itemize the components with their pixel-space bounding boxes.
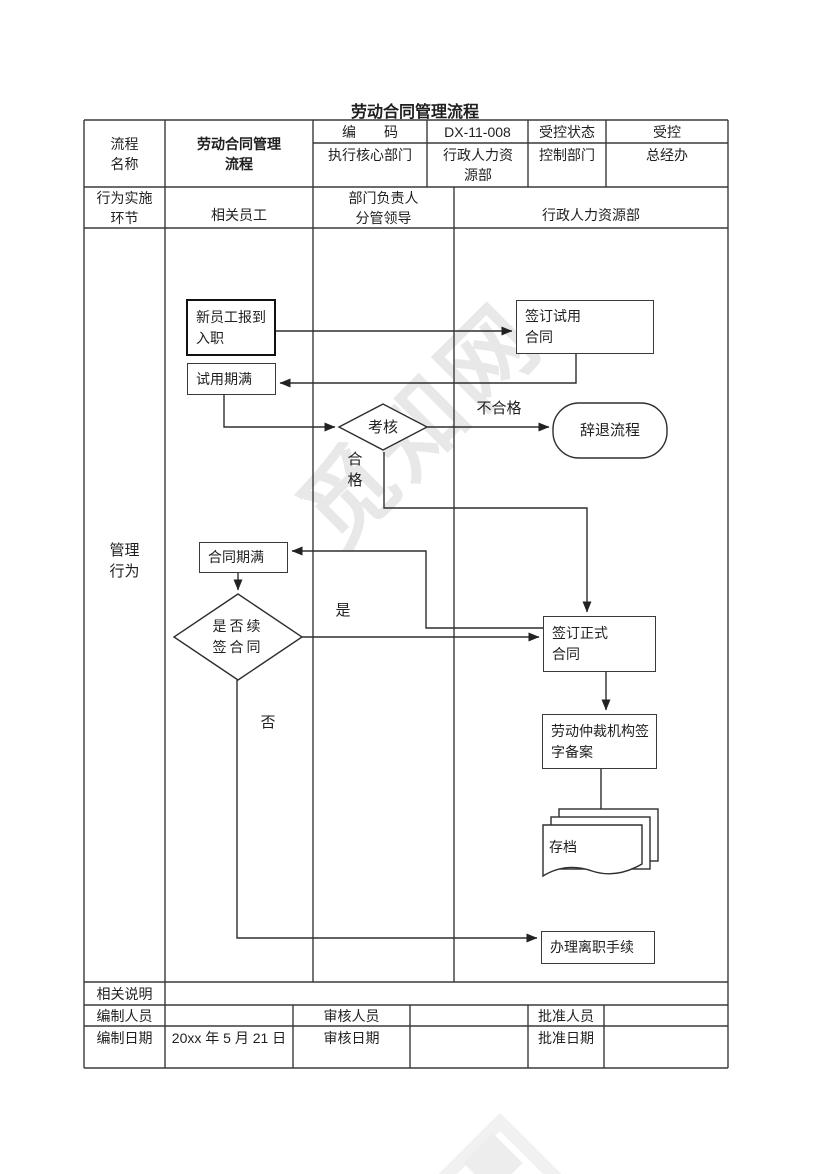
lane-header-manager: 部门负责人 分管领导 <box>348 189 419 226</box>
code-label: 编 码 <box>342 123 398 140</box>
edge-label-no: 否 <box>260 713 276 731</box>
control-dept-label: 控制部门 <box>539 147 595 163</box>
node-formal-contract: 签订正式 合同 <box>543 616 656 672</box>
assess-diamond <box>337 403 429 451</box>
flow-connectors <box>223 326 611 943</box>
edge-trialend-assess <box>223 395 336 432</box>
archive-document-shape <box>542 808 659 878</box>
renew-decision-diamond <box>172 593 304 681</box>
edge-renew-no-resign <box>236 680 538 943</box>
lane-header-hr: 行政人力资源部 <box>542 207 640 223</box>
exec-dept-value: 行政人力资源部 <box>443 147 513 183</box>
dismiss-stadium <box>552 402 668 459</box>
row-label-management: 管理 行为 <box>109 542 140 580</box>
author-label: 编制人员 <box>96 1007 153 1024</box>
label-dismiss: 辞退流程 <box>579 422 640 439</box>
control-status-value: 受控 <box>653 123 681 140</box>
author-date-label: 编制日期 <box>96 1030 153 1046</box>
approver-label: 批准人员 <box>538 1007 594 1024</box>
node-trial-contract: 签订试用 合同 <box>516 300 654 354</box>
edge-trialcontract-trialend <box>279 354 577 388</box>
approve-date-label: 批准日期 <box>538 1030 594 1046</box>
node-resign: 办理离职手续 <box>541 931 655 964</box>
flow-shapes <box>172 402 668 878</box>
node-new-employee: 新员工报到 入职 <box>186 299 276 356</box>
author-date-value: 20xx 年 5 月 21 日 <box>171 1030 287 1046</box>
label-renew-decision: 是否续 签合同 <box>212 618 264 655</box>
review-date-label: 审核日期 <box>323 1030 380 1046</box>
label-assess: 考核 <box>367 418 398 436</box>
label-archive: 存档 <box>549 838 577 855</box>
edge-label-pass: 合 格 <box>347 451 363 489</box>
code-value: DX-11-008 <box>444 123 511 140</box>
edge-label-fail: 不合格 <box>476 399 522 417</box>
edge-assess-formalcontract <box>383 452 592 613</box>
control-status-label: 受控状态 <box>539 123 595 140</box>
control-dept-value: 总经办 <box>646 147 688 163</box>
stage-label: 行为实施 环节 <box>96 189 153 226</box>
edge-label-yes: 是 <box>335 601 351 619</box>
exec-dept-label: 执行核心部门 <box>328 147 412 163</box>
node-arbitration: 劳动仲裁机构签 字备案 <box>542 714 657 769</box>
lane-header-employee: 相关员工 <box>211 207 267 223</box>
process-name-value: 劳动合同管理 流程 <box>197 135 281 172</box>
process-name-label: 流程 名称 <box>110 135 139 172</box>
node-trial-end: 试用期满 <box>187 363 276 395</box>
edge-formalcontract-contractexpire <box>291 546 543 629</box>
table-grid <box>83 119 729 1069</box>
reviewer-label: 审核人员 <box>323 1007 380 1024</box>
page-title: 劳动合同管理流程 <box>350 104 479 121</box>
node-contract-expire: 合同期满 <box>199 542 288 573</box>
note-label: 相关说明 <box>96 985 153 1002</box>
